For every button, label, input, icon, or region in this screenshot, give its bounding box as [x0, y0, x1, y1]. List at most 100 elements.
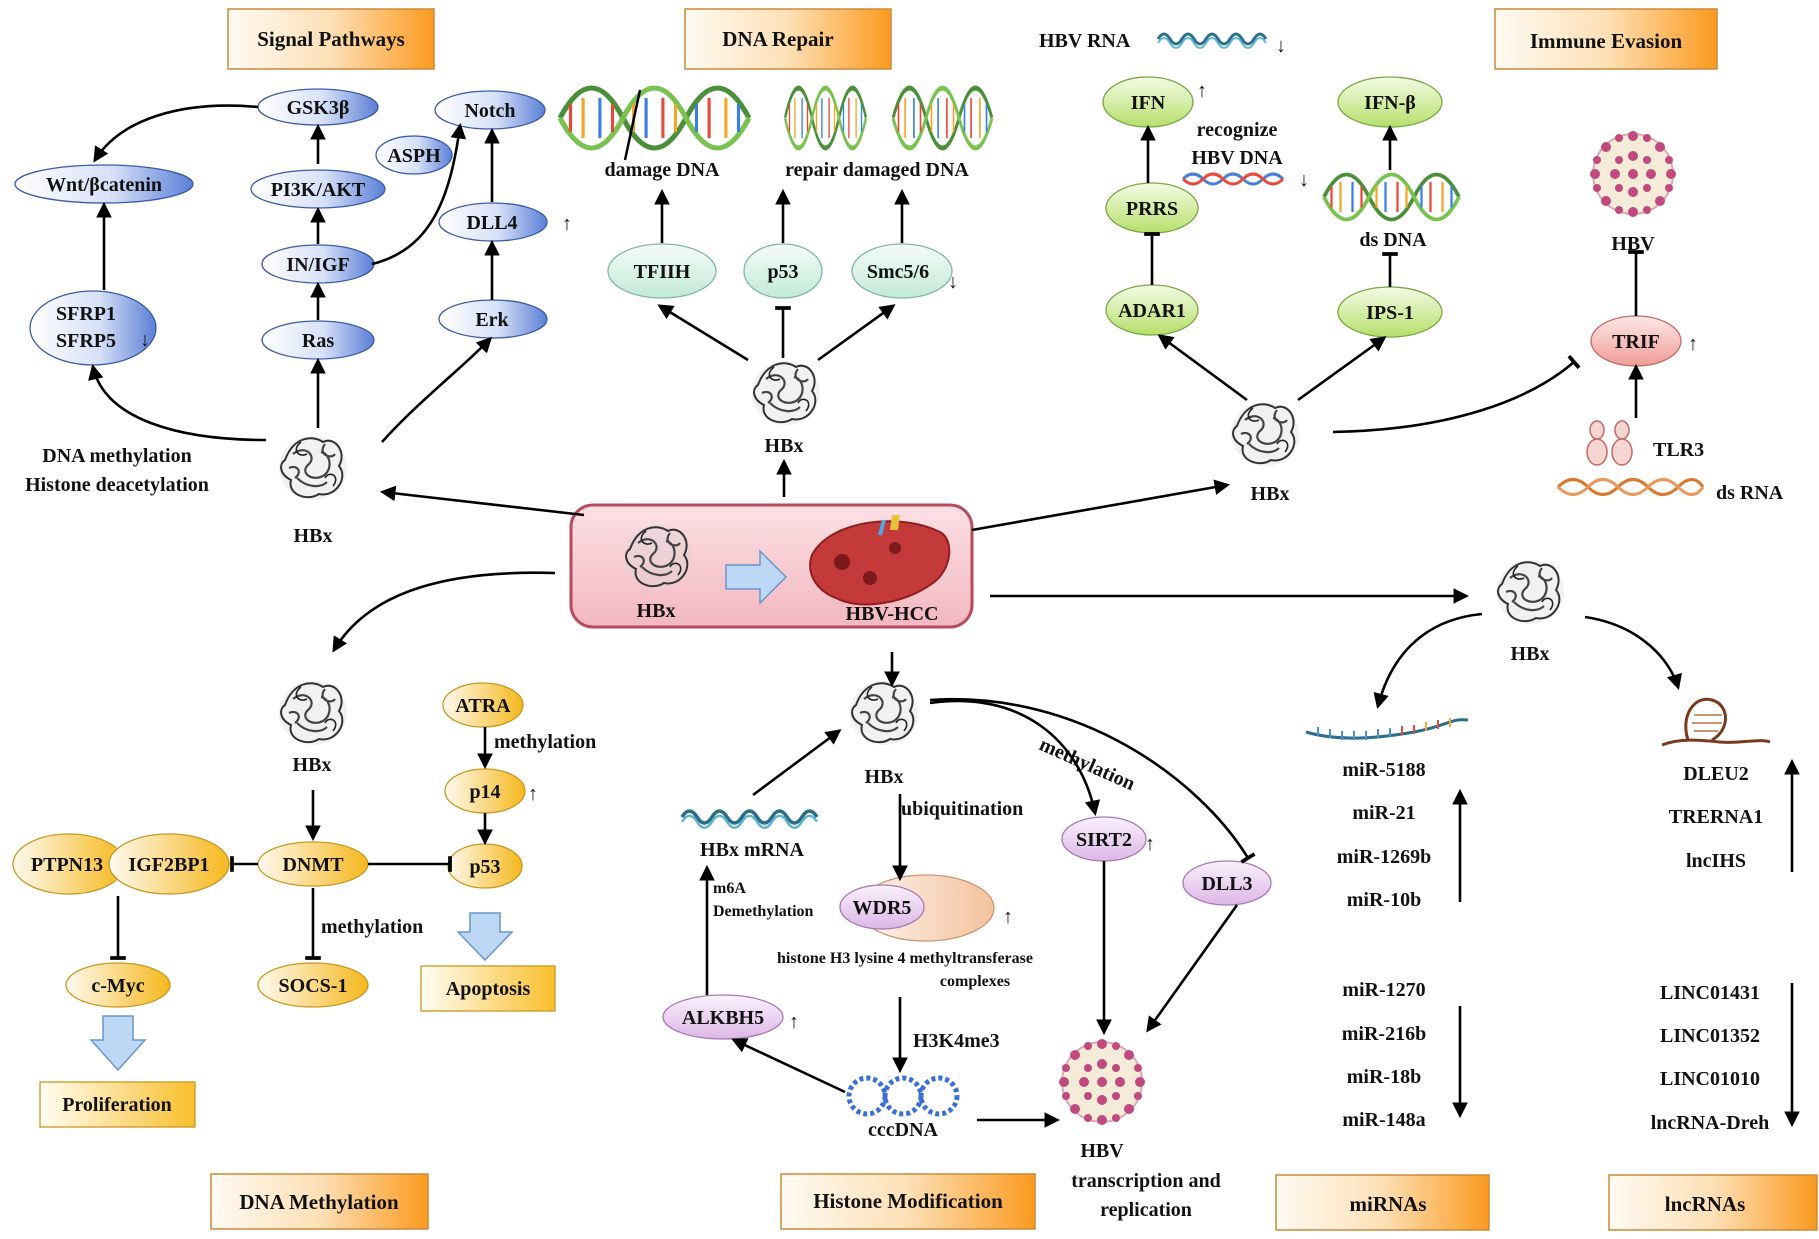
title-immune-evasion-text: Immune Evasion [1530, 29, 1683, 53]
sfrp-down-arrow-icon: ↓ [140, 329, 150, 351]
mirna-up-item: miR-5188 [1342, 759, 1425, 781]
section-title-immune-evasion: Immune Evasion [1494, 8, 1718, 70]
tlr3-receptor-icon [1586, 420, 1633, 466]
node-atra-label: ATRA [455, 695, 511, 717]
title-dna-methylation-text: DNA Methylation [239, 1190, 399, 1214]
node-in-igf-label: IN/IGF [286, 254, 349, 276]
node-adar1-label: ADAR1 [1118, 300, 1186, 322]
repair-dna-helix-1-icon [785, 88, 866, 148]
node-erk-label: Erk [475, 309, 509, 331]
histone-complexes-label: complexes [940, 973, 1010, 990]
apoptosis-block-arrow-icon [456, 912, 514, 962]
node-cmyc-label: c-Myc [91, 975, 144, 997]
mirna-hairpin-icon [1305, 718, 1469, 740]
lncrna-up-item: lncIHS [1686, 850, 1746, 872]
hbv-virus-histone-icon [1058, 1038, 1146, 1126]
hbv-virus-immune-icon [1589, 130, 1677, 218]
mirna-up-item: miR-10b [1347, 889, 1421, 911]
hbv-dna-label: HBV DNA [1191, 147, 1283, 169]
node-ifn-beta-label: IFN-β [1364, 92, 1416, 114]
ubiquitination-label: ubiquitination [901, 798, 1023, 820]
section-title-dna-repair: DNA Repair [684, 8, 892, 70]
node-tfiih-label: TFIIH [634, 261, 691, 283]
hbv-immune-label: HBV [1611, 233, 1655, 255]
node-prrs-label: PRRS [1126, 198, 1178, 220]
recognize-label: recognize [1197, 119, 1278, 141]
methylation-atra-label: methylation [494, 731, 596, 753]
node-pi3k-akt-label: PI3K/AKT [271, 179, 366, 201]
mirna-down-item: miR-18b [1347, 1066, 1421, 1088]
lncrna-up-item: TRERNA1 [1669, 806, 1763, 828]
hbx-mrna-label: HBx mRNA [700, 839, 804, 861]
lncrna-up-item: DLEU2 [1683, 763, 1749, 785]
hbv-rna-label: HBV RNA [1039, 30, 1131, 52]
center-hbv-hcc-label: HBV-HCC [846, 603, 939, 625]
apoptosis-box [420, 965, 556, 1012]
mirnas-group: HBx miR-5188 miR-21 miR-1269b miR-10b mi… [990, 558, 1682, 1131]
wdr5-up-arrow-icon: ↑ [1003, 906, 1013, 928]
mirna-up-item: miR-1269b [1337, 846, 1431, 868]
m6a-label: m6A [713, 880, 746, 897]
h3k4me3-label: H3K4me3 [913, 1030, 1000, 1052]
hbv-dna-strand-icon [1181, 172, 1285, 186]
p14-up-arrow-icon: ↑ [528, 783, 538, 805]
sirt2-up-arrow-icon: ↑ [1145, 833, 1155, 855]
node-ras-label: Ras [302, 330, 334, 352]
ds-rna-label: ds RNA [1716, 482, 1784, 504]
hbx-protein-icon [622, 523, 694, 591]
center-hbv-hcc-box: HBx HBV-HCC [569, 503, 974, 629]
cccdna-label: cccDNA [868, 1119, 939, 1141]
block-arrow-icon [725, 549, 788, 605]
node-p14-label: p14 [469, 781, 500, 803]
hbx-mrna-wave-icon [680, 809, 819, 830]
node-ptpn13-label: PTPN13 [31, 854, 103, 876]
hbx-mirna-label: HBx [1511, 643, 1550, 665]
title-lncrnas-text: lncRNAs [1665, 1192, 1746, 1216]
node-socs1-label: SOCS-1 [279, 975, 348, 997]
section-title-signal-pathways: Signal Pathways [227, 8, 435, 70]
liver-icon [809, 515, 951, 606]
section-title-histone-modification: Histone Modification [780, 1173, 1036, 1230]
ifn-up-arrow-icon: ↑ [1197, 80, 1207, 102]
hbv-dna-down-arrow-icon: ↓ [1299, 169, 1309, 191]
title-mirnas-text: miRNAs [1350, 1192, 1427, 1216]
node-ips1-label: IPS-1 [1366, 302, 1414, 324]
node-socs1 [257, 962, 369, 1008]
apoptosis-label: Apoptosis [446, 978, 531, 1000]
node-wdr5 [839, 884, 925, 930]
node-dll3-label: DLL3 [1201, 873, 1252, 895]
histone-h3k4-label: histone H3 lysine 4 methyltransferase [777, 950, 1033, 967]
repair-damaged-dna-label: repair damaged DNA [785, 159, 969, 181]
node-dll3 [1182, 860, 1272, 906]
title-histone-modification-text: Histone Modification [813, 1189, 1003, 1213]
lncrna-hairpin-icon [1661, 697, 1771, 747]
proliferation-label: Proliferation [62, 1094, 172, 1116]
node-ifn-label: IFN [1131, 92, 1166, 114]
center-hbx-label: HBx [637, 600, 676, 622]
repair-dna-helix-2-icon [893, 88, 992, 148]
node-asph [375, 135, 453, 175]
cccdna-icon [846, 1075, 960, 1117]
hbx-methylation-protein-icon [277, 679, 349, 747]
node-gsk3b-label: GSK3β [287, 97, 350, 119]
node-sfrp5-label: SFRP5 [56, 330, 116, 352]
mirna-down-item: miR-216b [1342, 1023, 1426, 1045]
node-wdr5-label: WDR5 [853, 897, 912, 919]
node-wnt-catenin-label: Wnt/βcatenin [46, 174, 162, 196]
lncrna-down-item: LINC01431 [1660, 982, 1760, 1004]
title-signal-pathways-text: Signal Pathways [257, 27, 405, 51]
lncrna-down-item: LINC01352 [1660, 1025, 1760, 1047]
proliferation-box [39, 1081, 196, 1128]
tlr3-label: TLR3 [1653, 439, 1704, 461]
transcription-and-label: transcription and [1071, 1170, 1220, 1192]
hbx-repair-label: HBx [765, 435, 804, 457]
hbx-mirna-protein-icon [1494, 558, 1566, 626]
node-sirt2-label: SIRT2 [1076, 829, 1132, 851]
node-atra [442, 682, 524, 728]
lncrna-down-item: lncRNA-Dreh [1651, 1112, 1770, 1134]
mirna-up-item: miR-21 [1352, 802, 1415, 824]
node-igf2bp1 [108, 833, 230, 895]
ds-rna-strand-icon [1556, 478, 1705, 496]
dna-repair-group: damage DNA repair damaged DNA TFIIH p53 … [560, 88, 992, 497]
